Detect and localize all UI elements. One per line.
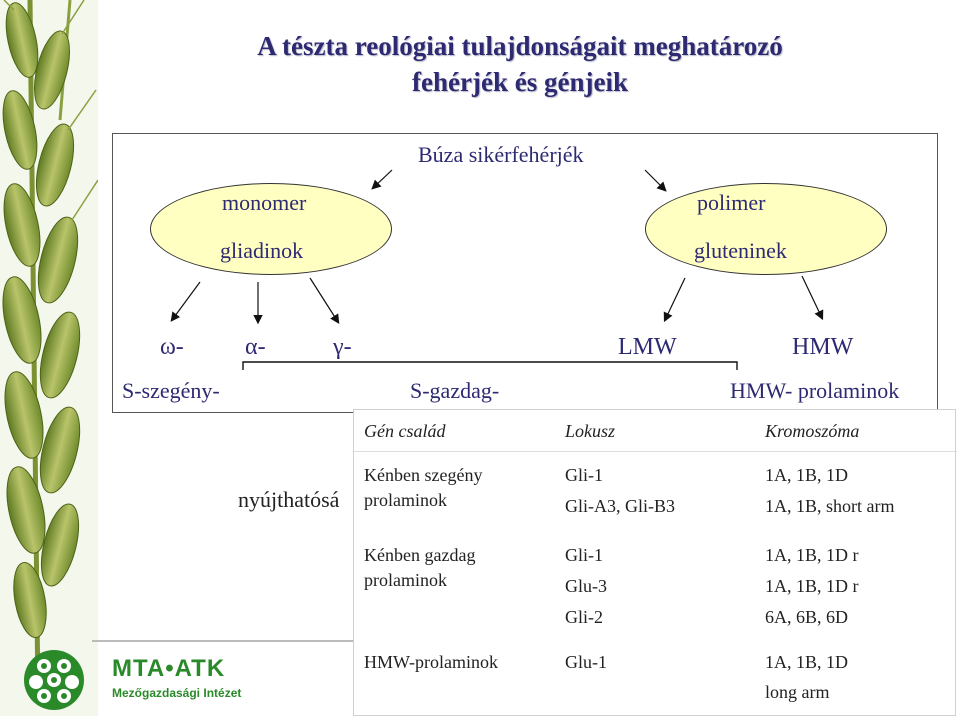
bracket [242, 361, 738, 370]
glutenin-label: gluteninek [694, 238, 787, 263]
row2-locus-line1: Gli-1 [565, 545, 603, 565]
arrow-to-polimer [644, 169, 667, 192]
arrow-gamma [309, 277, 340, 325]
row3-locus-line1: Glu-1 [565, 652, 607, 672]
row2-family-line1: Kénben gazdag [364, 545, 476, 565]
s-rich-label: S-gazdag- [410, 378, 500, 403]
header-chromosome: Kromoszóma [765, 421, 860, 441]
polimer-label: polimer [697, 190, 766, 215]
row3-family-line1: HMW-prolaminok [364, 652, 498, 672]
page-title: A tészta reológiai tulajdonságait meghat… [100, 28, 940, 100]
omega-label: ω- [160, 334, 184, 360]
arrow-lmw [663, 277, 686, 323]
title-line-2: fehérjék és génjeik [412, 67, 628, 97]
row1-chrom-line1: 1A, 1B, 1D [765, 465, 849, 485]
extensibility-label-partial: nyújthatósá [238, 487, 340, 512]
gliadin-label: gliadinok [220, 238, 304, 263]
wheat-ear-image [0, 0, 98, 716]
hmw-label: HMW [792, 334, 854, 360]
row1-locus-line2: Gli-A3, Gli-B3 [565, 496, 675, 516]
row1-family-line2: prolaminok [364, 490, 447, 510]
header-divider [354, 451, 957, 452]
gene-table: Gén család Lokusz Kromoszóma Kénben szeg… [353, 409, 957, 716]
polimer-ellipse [645, 183, 887, 275]
row2-chrom-line1: 1A, 1B, 1D r [765, 545, 859, 565]
arrow-omega [170, 281, 201, 322]
row1-chrom-line2: 1A, 1B, short arm [765, 496, 895, 516]
s-poor-label: S-szegény- [122, 378, 220, 403]
row3-chrom-line1: 1A, 1B, 1D [765, 652, 849, 672]
row1-locus-line1: Gli-1 [565, 465, 603, 485]
row2-family-line2: prolaminok [364, 570, 447, 590]
row2-locus-line3: Gli-2 [565, 607, 603, 627]
header-gene-family: Gén család [364, 421, 446, 441]
title-line-1: A tészta reológiai tulajdonságait meghat… [257, 31, 783, 61]
row1-family-line1: Kénben szegény [364, 465, 483, 485]
arrow-to-monomer [371, 169, 393, 190]
hmw-prolamin-label: HMW- prolaminok [730, 378, 900, 403]
row3-chrom-line2: long arm [765, 682, 830, 702]
row2-chrom-line3: 6A, 6B, 6D [765, 607, 849, 627]
monomer-ellipse [150, 183, 392, 275]
logo-subtitle: Mezőgazdasági Intézet [112, 686, 242, 700]
header-locus: Lokusz [565, 421, 616, 441]
footer-divider [92, 640, 362, 642]
wheat-gluten-label: Búza sikérfehérjék [418, 142, 584, 167]
monomer-label: monomer [222, 190, 307, 215]
logo-name: MTA•ATK [112, 655, 226, 682]
row2-locus-line2: Glu-3 [565, 576, 607, 596]
alpha-label: α- [245, 334, 266, 360]
lmw-label: LMW [618, 334, 677, 360]
row2-chrom-line2: 1A, 1B, 1D r [765, 576, 859, 596]
arrow-hmw [801, 275, 824, 321]
mta-atk-logo-icon [22, 648, 86, 717]
gamma-label: γ- [333, 334, 352, 360]
